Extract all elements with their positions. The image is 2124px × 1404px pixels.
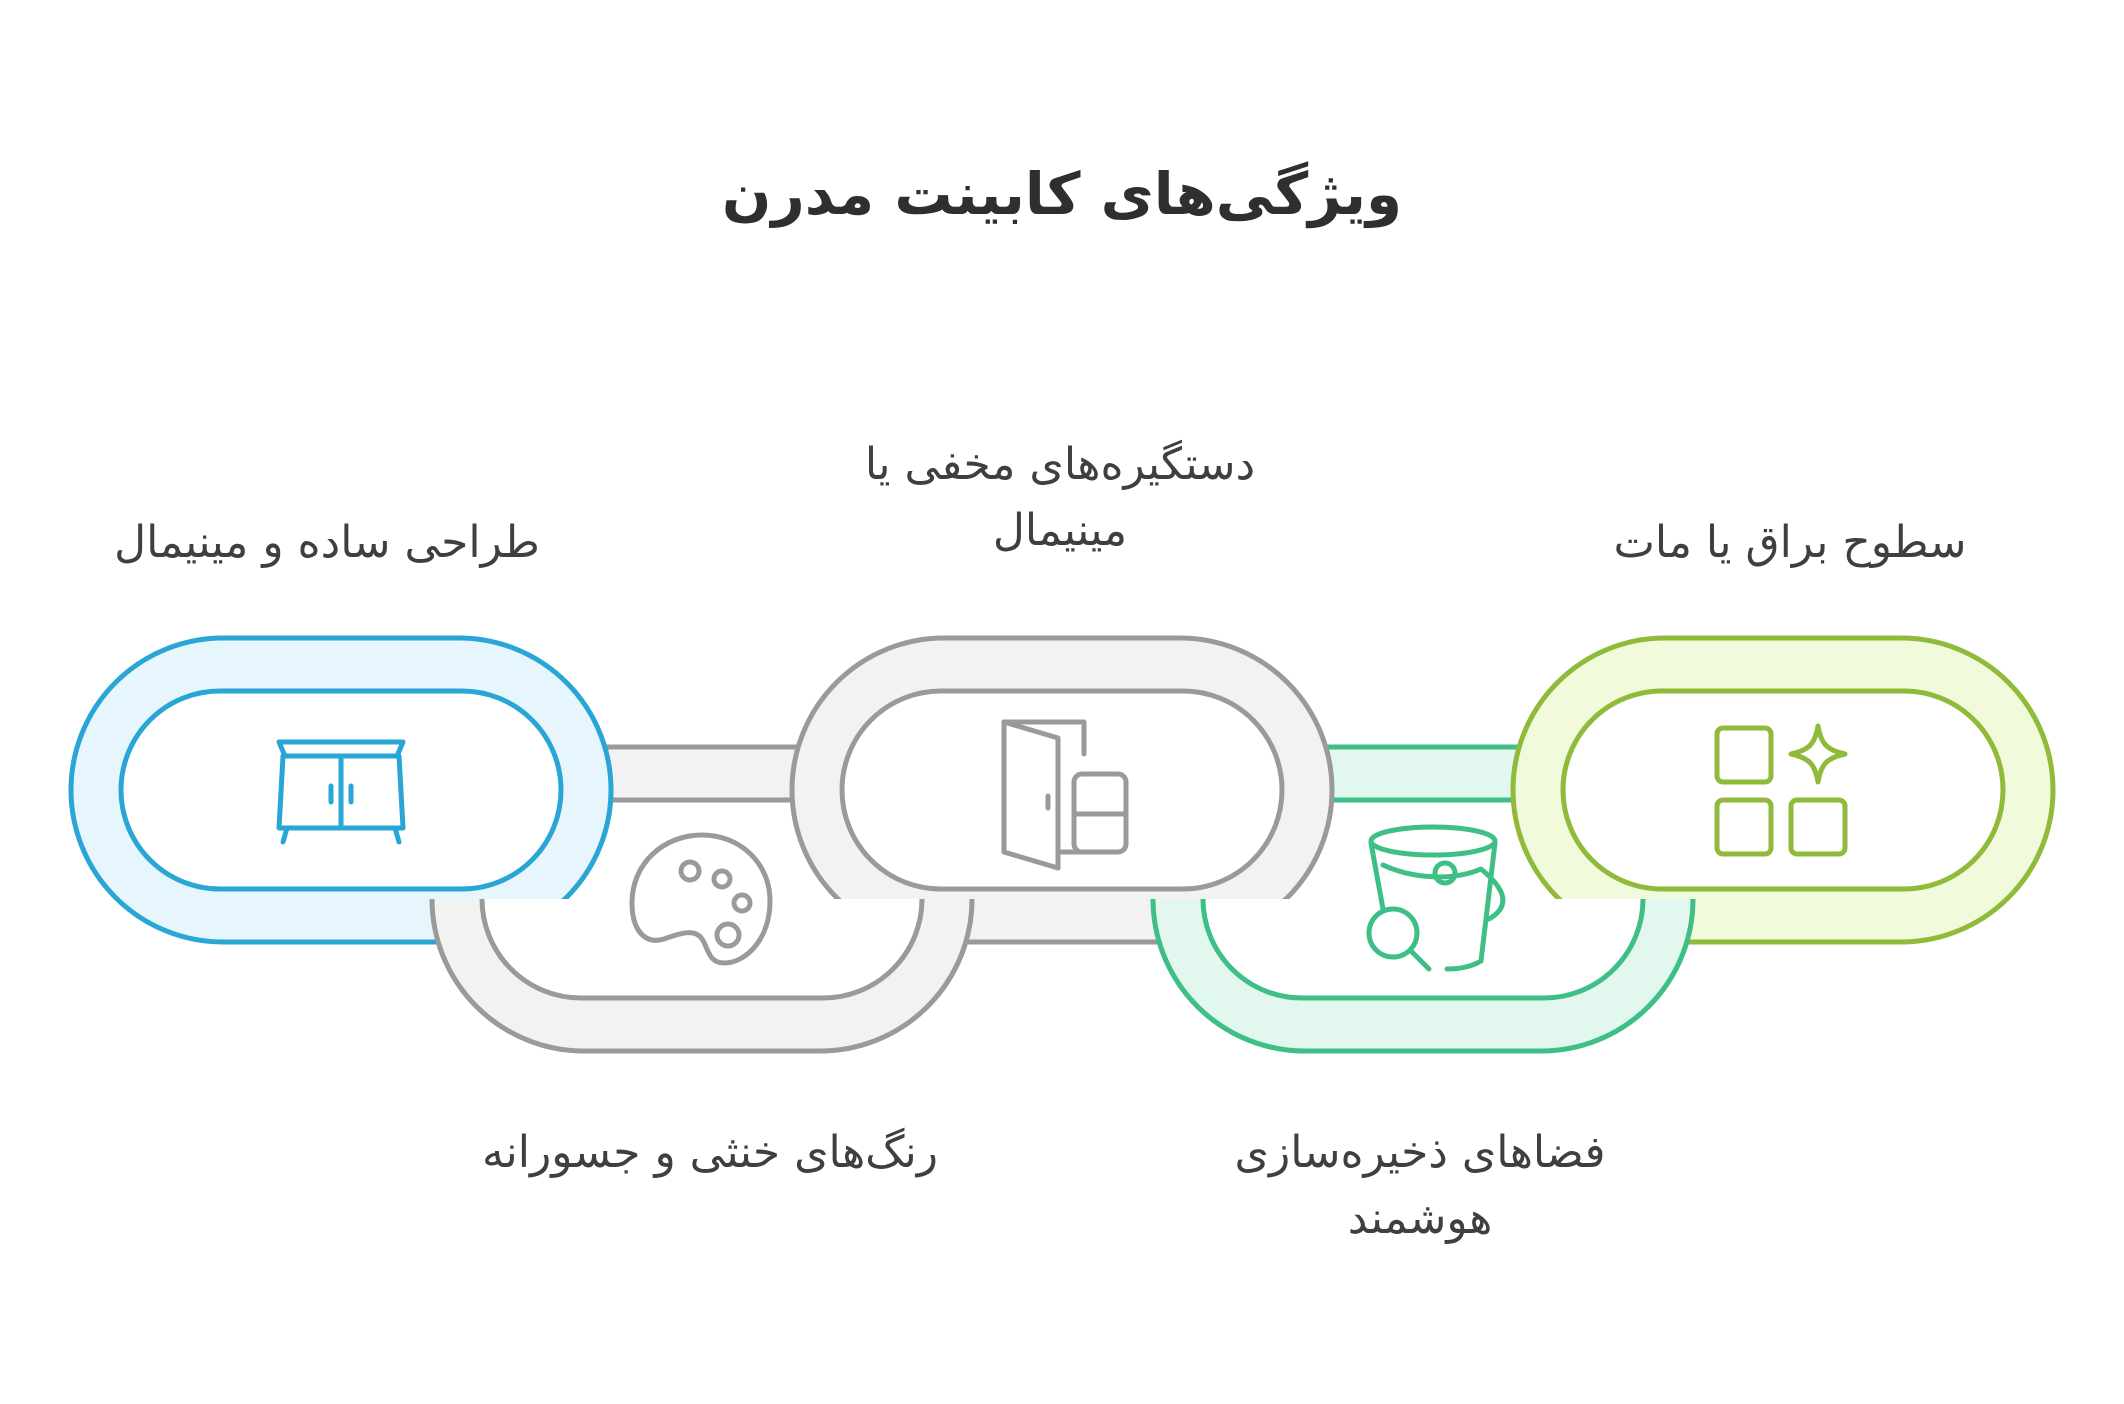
label-simple-design-line-1: طراحی ساده و مینیمال [114, 517, 540, 568]
label-storage-line-1: فضاهای ذخیره‌سازی [1234, 1127, 1606, 1178]
label-storage-line-2: هوشمند [1347, 1193, 1493, 1244]
label-surfaces-line-1: سطوح براق یا مات [1613, 517, 1967, 568]
chain-link-surfaces [1510, 635, 2056, 945]
chain-overlap-storage [1500, 899, 1696, 1054]
grid-sparkle-icon [1714, 723, 1848, 857]
label-colors: رنگ‌های خنثی و جسورانه [440, 1120, 980, 1186]
label-simple-design: طراحی ساده و مینیمال [92, 510, 562, 576]
label-handles-line-1: دستگیره‌های مخفی یا [864, 439, 1256, 490]
label-storage: فضاهای ذخیره‌سازی هوشمند [1180, 1120, 1660, 1252]
chain-overlap-colors [429, 899, 620, 1054]
chain-link-handles [789, 635, 1335, 945]
chain-overlap-storage [1150, 899, 1340, 1054]
storage-search-icon [1366, 824, 1506, 972]
door-handle-icon [1001, 719, 1129, 871]
cabinet-icon [276, 739, 406, 845]
chain-link-inner-surfaces [1560, 688, 2006, 892]
palette-icon [629, 832, 773, 966]
chain-overlap-colors [780, 899, 975, 1054]
label-surfaces: سطوح براق یا مات [1570, 510, 2010, 576]
label-handles-line-2: مینیمال [992, 505, 1128, 556]
chain-link-inner-handles [839, 688, 1285, 892]
page-title: ویژگی‌های کابینت مدرن [721, 160, 1403, 228]
label-handles: دستگیره‌های مخفی یا مینیمال [820, 432, 1300, 564]
label-colors-line-1: رنگ‌های خنثی و جسورانه [481, 1127, 939, 1178]
